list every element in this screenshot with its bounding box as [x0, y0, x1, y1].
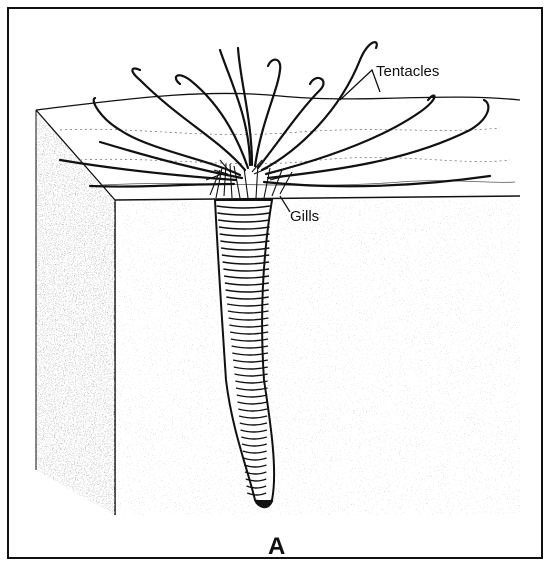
tentacles-callout: Tentacles: [340, 63, 439, 100]
gills-label: Gills: [290, 208, 319, 225]
panel-label: A: [268, 533, 285, 560]
tentacles-label: Tentacles: [376, 63, 439, 80]
sediment-front-face: [115, 200, 520, 515]
